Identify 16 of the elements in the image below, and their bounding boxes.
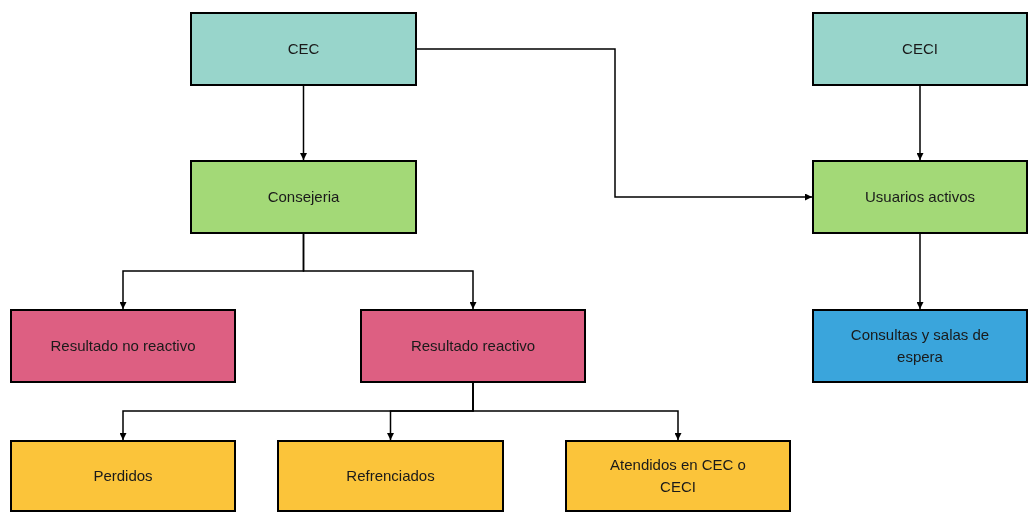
result-box: Resultado no reactivo	[10, 309, 236, 383]
center-box: CEC	[190, 12, 417, 86]
arrow	[916, 233, 924, 310]
outcome-box: Atendidos en CEC o CECI	[565, 440, 791, 512]
outcome-box: Refrenciados	[277, 440, 504, 512]
service-box: Consultas y salas de espera	[812, 309, 1028, 383]
result-box: Resultado reactivo	[360, 309, 586, 383]
arrow	[416, 48, 813, 201]
center-box: CECI	[812, 12, 1028, 86]
arrow	[300, 85, 307, 161]
arrow	[472, 382, 682, 441]
arrow	[916, 85, 924, 161]
arrow	[302, 233, 477, 310]
process-box: Consejeria	[190, 160, 417, 234]
outcome-box: Perdidos	[10, 440, 236, 512]
process-box: Usuarios activos	[812, 160, 1028, 234]
